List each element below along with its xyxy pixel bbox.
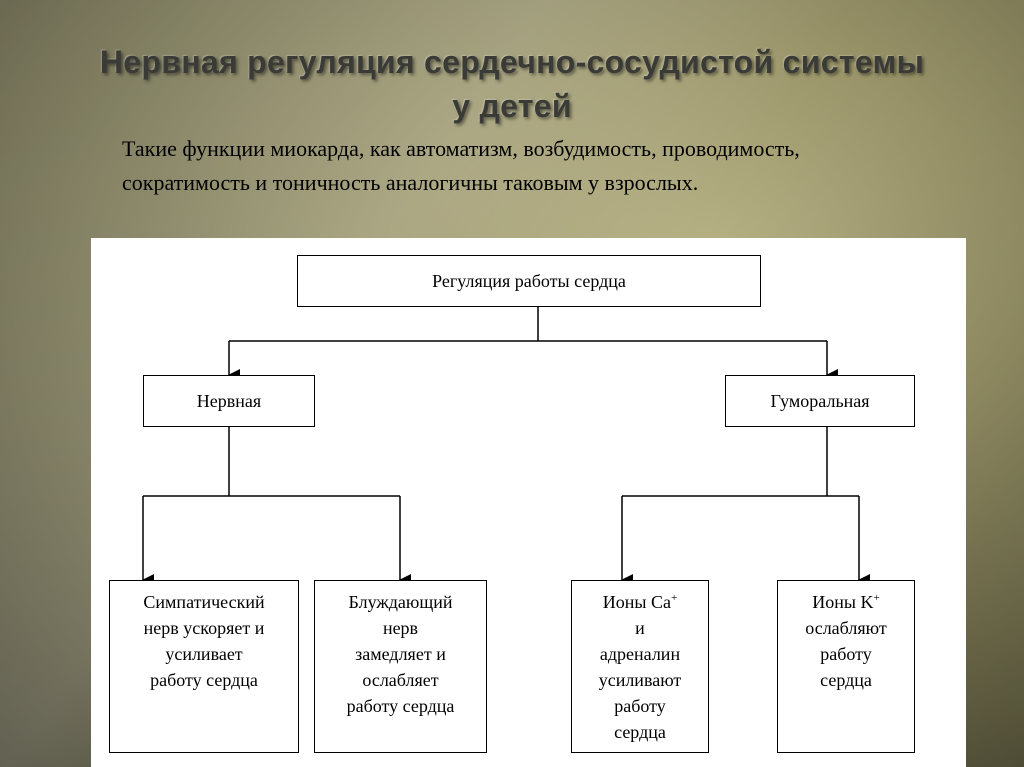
slide-title-line-2: у детей [452, 88, 572, 124]
calcium-ion-line: Ионы Ca+ [599, 589, 682, 615]
sympathetic-node: Симпатический нерв ускоряет и усиливает … [109, 580, 299, 753]
sympathetic-line: работу сердца [150, 670, 258, 690]
vagus-node: Блуждающий нерв замедляет и ослабляет ра… [314, 580, 487, 753]
connector-lines [142, 307, 870, 586]
slide-title: Нервная регуляция сердечно-сосудистой си… [30, 40, 994, 128]
vagus-line: нерв [382, 618, 419, 638]
calcium-line: сердца [614, 722, 666, 742]
potassium-line: ослабляют [805, 618, 887, 638]
vagus-line: ослабляет [362, 670, 439, 690]
calcium-charge: + [671, 592, 678, 604]
calcium-line: работу [614, 696, 666, 716]
intro-paragraph: Такие функции миокарда, как автоматизм, … [122, 136, 800, 195]
calcium-line: адреналин [599, 644, 681, 664]
humoral-node: Гуморальная [725, 375, 915, 427]
potassium-line: сердца [820, 670, 872, 690]
vagus-line: замедляет и [355, 644, 446, 664]
potassium-charge: + [873, 592, 880, 604]
calcium-line: и [635, 618, 645, 638]
potassium-line: работу [820, 644, 872, 664]
potassium-ion-label: Ионы K [812, 592, 874, 612]
humoral-node-label: Гуморальная [770, 390, 870, 411]
nervous-node: Нервная [143, 375, 315, 427]
slide-title-line-1: Нервная регуляция сердечно-сосудистой си… [99, 44, 925, 80]
vagus-line: Блуждающий [348, 592, 453, 612]
sympathetic-line: усиливает [165, 644, 243, 664]
regulation-diagram: Регуляция работы сердца Нервная Гумораль… [91, 238, 966, 767]
vagus-line: работу сердца [346, 696, 455, 716]
root-node-label: Регуляция работы сердца [432, 270, 626, 291]
calcium-line: усиливают [598, 670, 682, 690]
nervous-node-label: Нервная [196, 390, 262, 411]
potassium-ion-line: Ионы K+ [805, 589, 886, 615]
root-node: Регуляция работы сердца [297, 255, 761, 307]
sympathetic-line: Симпатический [143, 592, 265, 612]
potassium-node: Ионы K+ ослабляют работу сердца [777, 580, 915, 753]
calcium-ion-label: Ионы Ca [602, 592, 671, 612]
calcium-node: Ионы Ca+ и адреналин усиливают работу се… [571, 580, 709, 753]
sympathetic-line: нерв ускоряет и [143, 618, 265, 638]
